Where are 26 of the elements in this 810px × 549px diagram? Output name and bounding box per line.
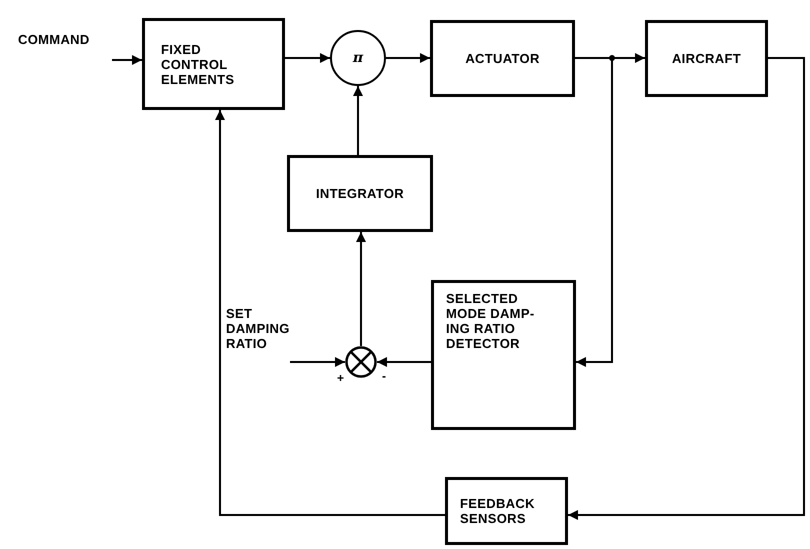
node-label: INTEGRATOR — [316, 186, 404, 201]
node-label: SELECTED MODE DAMP- ING RATIO DETECTOR — [446, 291, 536, 351]
arrow — [386, 53, 430, 63]
sign-label: + — [337, 372, 344, 384]
arrow — [290, 357, 345, 367]
arrow — [377, 357, 431, 367]
process-box — [431, 280, 576, 430]
node-label: π — [352, 48, 364, 68]
node-label: FIXED CONTROL ELEMENTS — [161, 42, 236, 86]
node-label: FEEDBACK SENSORS — [460, 496, 536, 526]
arrow — [568, 57, 805, 520]
node-label: COMMAND — [18, 32, 90, 47]
process-box — [430, 20, 575, 97]
arrow — [112, 55, 142, 65]
node-label: ACTUATOR — [465, 51, 540, 66]
arrow — [215, 110, 445, 516]
arrow — [285, 53, 330, 63]
arrow — [356, 232, 366, 346]
node-label: AIRCRAFT — [672, 51, 742, 66]
process-box — [445, 477, 568, 545]
arrow — [353, 86, 363, 155]
process-box — [645, 20, 768, 97]
process-box — [142, 18, 285, 110]
process-box — [287, 155, 433, 232]
sign-label: - — [382, 370, 386, 382]
node-label: SET DAMPING RATIO — [226, 306, 290, 351]
